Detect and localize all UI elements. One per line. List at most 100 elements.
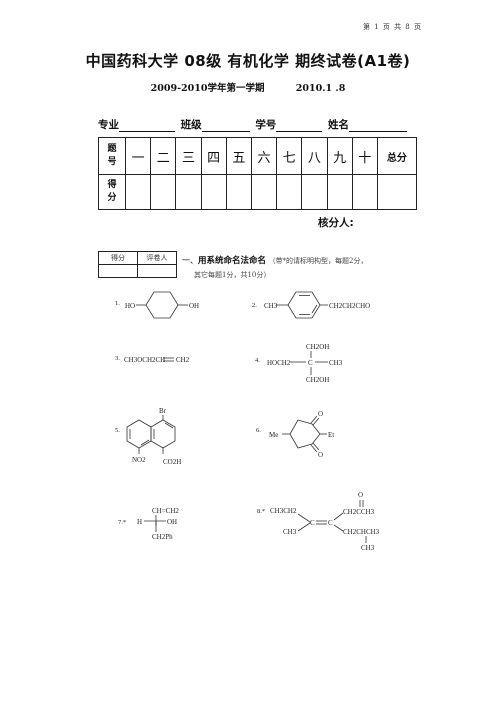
q8-top-left-group: CH3CH2: [270, 507, 297, 515]
section-note-2: 其它每题1分，共10分）: [194, 271, 271, 279]
q4-number: 4.: [255, 357, 260, 364]
q8-bottom-methyl: CH3: [361, 544, 375, 552]
page-number: 第 1 页 共 8 页: [362, 23, 422, 31]
section-number: 一、: [182, 256, 198, 265]
q1-left-group: HO: [125, 302, 135, 310]
score-table-header-row: 题 号 一 二 三 四 五 六 七 八 九 十 总分: [98, 137, 417, 175]
score-cell[interactable]: [301, 174, 328, 210]
grader-box: 得分 评卷人: [98, 251, 177, 278]
q8-left-carbon: C: [310, 519, 315, 527]
q4-center-carbon: C: [308, 359, 313, 367]
naphthalene-ring-right: [150, 419, 176, 449]
q8-carbonyl-oxygen: O: [358, 491, 363, 499]
q3-number: 3.: [115, 355, 120, 362]
q8-number: 8.*: [257, 508, 265, 515]
total-score-cell[interactable]: [376, 174, 417, 210]
structure-q8: 8.* CH3CH2 CH3 C C O CH2CCH3 CH2CHCH3 CH…: [257, 491, 380, 552]
structure-q2: 2. CH3 CH2CH2CHO: [252, 291, 370, 319]
q6-number: 6.: [256, 427, 261, 434]
header-char: 分: [107, 193, 117, 203]
section-note-1: （带*的请标明构型，每题2分，: [268, 257, 368, 265]
header-char: 号: [107, 157, 117, 167]
score-table-score-row: 得 分: [98, 174, 417, 210]
question-col-5: 五: [225, 137, 252, 175]
q4-left-group: HOCH2: [267, 359, 291, 367]
bond: [297, 522, 311, 532]
q7-bottom-group: CH2Ph: [152, 533, 173, 541]
q7-right-group: OH: [167, 518, 177, 526]
bond: [333, 524, 344, 532]
score-cell[interactable]: [200, 174, 227, 210]
q4-top-group: CH2OH: [306, 343, 329, 351]
q6-right-group: Et: [328, 431, 334, 439]
student-info-line: 专业 班级 学号 姓名: [98, 117, 409, 132]
q8-top-right-group: CH2CCH3: [343, 508, 375, 516]
structure-q1: 1. HO OH: [115, 291, 199, 319]
structure-q3: 3. CH3OCH2CH CH2: [115, 355, 190, 364]
q5-nitro-group: NO2: [132, 456, 146, 464]
class-label: 班级: [180, 119, 202, 131]
double-bond: [310, 444, 318, 453]
q2-left-group: CH3: [264, 302, 278, 310]
student-id-field[interactable]: [276, 120, 323, 132]
structure-q6: 6. O Me Et O: [256, 410, 334, 459]
cyclohexane-ring: [145, 291, 179, 319]
q1-right-group: OH: [189, 302, 199, 310]
double-bond: [310, 415, 318, 424]
checker-label: 核分人:: [318, 217, 354, 229]
bond: [297, 513, 311, 523]
cyclohexanedione-ring: [289, 419, 321, 449]
question-col-10: 十: [351, 137, 378, 175]
q6-top-oxygen: O: [318, 410, 323, 418]
double-bond: [164, 422, 174, 429]
major-field[interactable]: [119, 120, 175, 132]
q4-right-group: CH3: [329, 359, 343, 367]
structure-q5: 5. Br NO2 CO2H: [115, 407, 181, 466]
exam-date: 2010.1 .8: [295, 83, 346, 94]
structure-q4: 4. CH2OH HOCH2 C CH3 CH2OH: [255, 343, 343, 384]
score-cell[interactable]: [351, 174, 378, 210]
q1-number: 1.: [115, 300, 120, 307]
total-score-header: 总分: [376, 137, 417, 175]
major-label: 专业: [98, 119, 119, 131]
q7-top-group: CH=CH2: [152, 507, 179, 515]
double-bond: [312, 417, 320, 426]
score-cell[interactable]: [124, 174, 152, 210]
score-cell[interactable]: [326, 174, 353, 210]
naphthalene-ring-left: [126, 419, 152, 449]
score-cell[interactable]: [150, 174, 177, 210]
class-field[interactable]: [201, 120, 250, 132]
grader-name-cell[interactable]: [137, 264, 177, 278]
name-label: 姓名: [327, 119, 349, 131]
semester: 2009-2010学年第一学期: [150, 83, 265, 94]
q3-right-part: CH2: [176, 356, 190, 364]
q5-carboxyl-group: CO2H: [163, 458, 181, 466]
q4-bottom-group: CH2OH: [306, 376, 329, 384]
question-col-2: 二: [150, 137, 177, 175]
section-title: 用系统命名法命名: [198, 256, 267, 266]
section-1-heading: 一、用系统命名法命名 （带*的请标明构型，每题2分， 其它每题1分，共10分）: [182, 254, 422, 282]
score-cell[interactable]: [175, 174, 202, 210]
q6-left-group: Me: [269, 431, 278, 439]
q8-bottom-right-group: CH2CHCH3: [343, 528, 380, 536]
question-col-3: 三: [175, 137, 202, 175]
q5-top-group: Br: [159, 407, 167, 415]
double-bond: [312, 442, 320, 451]
header-char: 得: [107, 180, 117, 190]
score-row-header: 得 分: [98, 174, 126, 210]
q3-left-part: CH3OCH2CH: [124, 356, 165, 364]
name-field[interactable]: [348, 120, 407, 132]
bond: [333, 512, 344, 521]
score-table: 题 号 一 二 三 四 五 六 七 八 九 十 总分 得 分: [98, 137, 417, 210]
q8-bottom-left-group: CH3: [283, 528, 297, 536]
q2-number: 2.: [252, 302, 257, 309]
q7-left-group: H: [137, 518, 142, 526]
q8-right-carbon: C: [328, 519, 333, 527]
exam-title: 中国药科大学 08级 有机化学 期终试卷(A1卷): [85, 52, 411, 70]
student-id-label: 学号: [255, 119, 277, 131]
double-bond: [140, 439, 150, 446]
q7-number: 7.*: [118, 519, 126, 526]
q5-number: 5.: [115, 427, 120, 434]
question-col-4: 四: [200, 137, 227, 175]
